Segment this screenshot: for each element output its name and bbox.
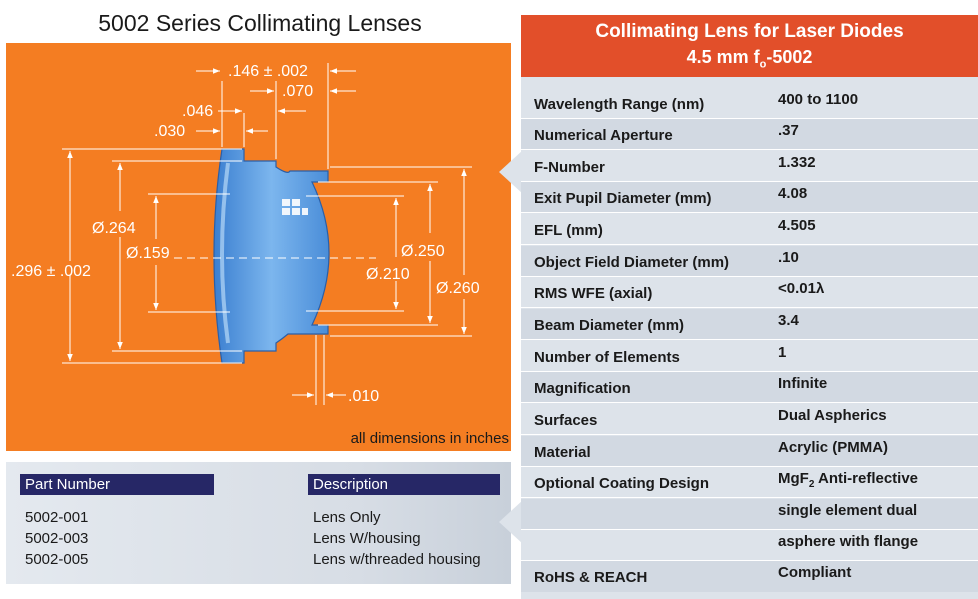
dim-tip: .010 <box>348 388 379 405</box>
spec-title-line1: Collimating Lens for Laser Diodes <box>595 21 904 42</box>
spec-row: single element dual <box>521 499 978 530</box>
dim-flange-width: .070 <box>282 83 313 100</box>
description-cell: Lens W/housing <box>313 530 421 547</box>
spec-header: Collimating Lens for Laser Diodes 4.5 mm… <box>521 15 978 77</box>
dim-thickness: .146 ± .002 <box>228 63 308 80</box>
dim-front-offset: .030 <box>154 123 185 140</box>
lens-diagram: .146 ± .002 .070 .046 .030 .296 ± .002 Ø… <box>11 63 480 405</box>
spec-row: Object Field Diameter (mm).10 <box>521 246 978 277</box>
part-number-cell: 5002-003 <box>25 530 89 547</box>
description-list: Lens Only Lens W/housing Lens w/threaded… <box>313 507 481 570</box>
lens-drawing-panel: .146 ± .002 .070 .046 .030 .296 ± .002 Ø… <box>6 43 511 451</box>
dim-step-left: .046 <box>182 103 213 120</box>
page-title: 5002 Series Collimating Lenses <box>98 10 422 36</box>
dim-od-right-inner: Ø.250 <box>401 243 445 260</box>
dimensions-note: all dimensions in inches <box>350 430 509 447</box>
description-header: Description <box>308 474 500 495</box>
spec-title-line2: 4.5 mm fo-5002 <box>686 47 813 71</box>
dim-clear-right: Ø.210 <box>366 266 410 283</box>
lens-body <box>213 148 330 364</box>
pointer-notch-bottom <box>499 500 523 544</box>
description-cell: Lens w/threaded housing <box>313 551 481 568</box>
dim-height: .296 ± .002 <box>11 263 91 280</box>
part-number-panel: Part Number Description 5002-001 5002-00… <box>6 462 511 584</box>
spec-row: asphere with flange <box>521 530 978 561</box>
spec-row: EFL (mm)4.505 <box>521 214 978 245</box>
part-number-header: Part Number <box>20 474 214 495</box>
specification-panel: Collimating Lens for Laser Diodes 4.5 mm… <box>521 15 978 599</box>
spec-row: Wavelength Range (nm)400 to 1100 <box>521 88 978 119</box>
dim-od-left: Ø.264 <box>92 220 136 237</box>
spec-row: RMS WFE (axial)<0.01λ <box>521 277 978 308</box>
dim-od-right-outer: Ø.260 <box>436 280 480 297</box>
description-cell: Lens Only <box>313 509 381 526</box>
spec-row: Beam Diameter (mm)3.4 <box>521 309 978 340</box>
spec-row: Numerical Aperture.37 <box>521 119 978 150</box>
lens-highlight <box>282 199 308 215</box>
pointer-notch-top <box>499 150 523 194</box>
dim-clear-left: Ø.159 <box>126 245 170 262</box>
part-number-list: 5002-001 5002-003 5002-005 <box>25 507 88 570</box>
part-number-cell: 5002-001 <box>25 509 89 526</box>
spec-row: Exit Pupil Diameter (mm)4.08 <box>521 182 978 213</box>
part-number-cell: 5002-005 <box>25 551 89 568</box>
